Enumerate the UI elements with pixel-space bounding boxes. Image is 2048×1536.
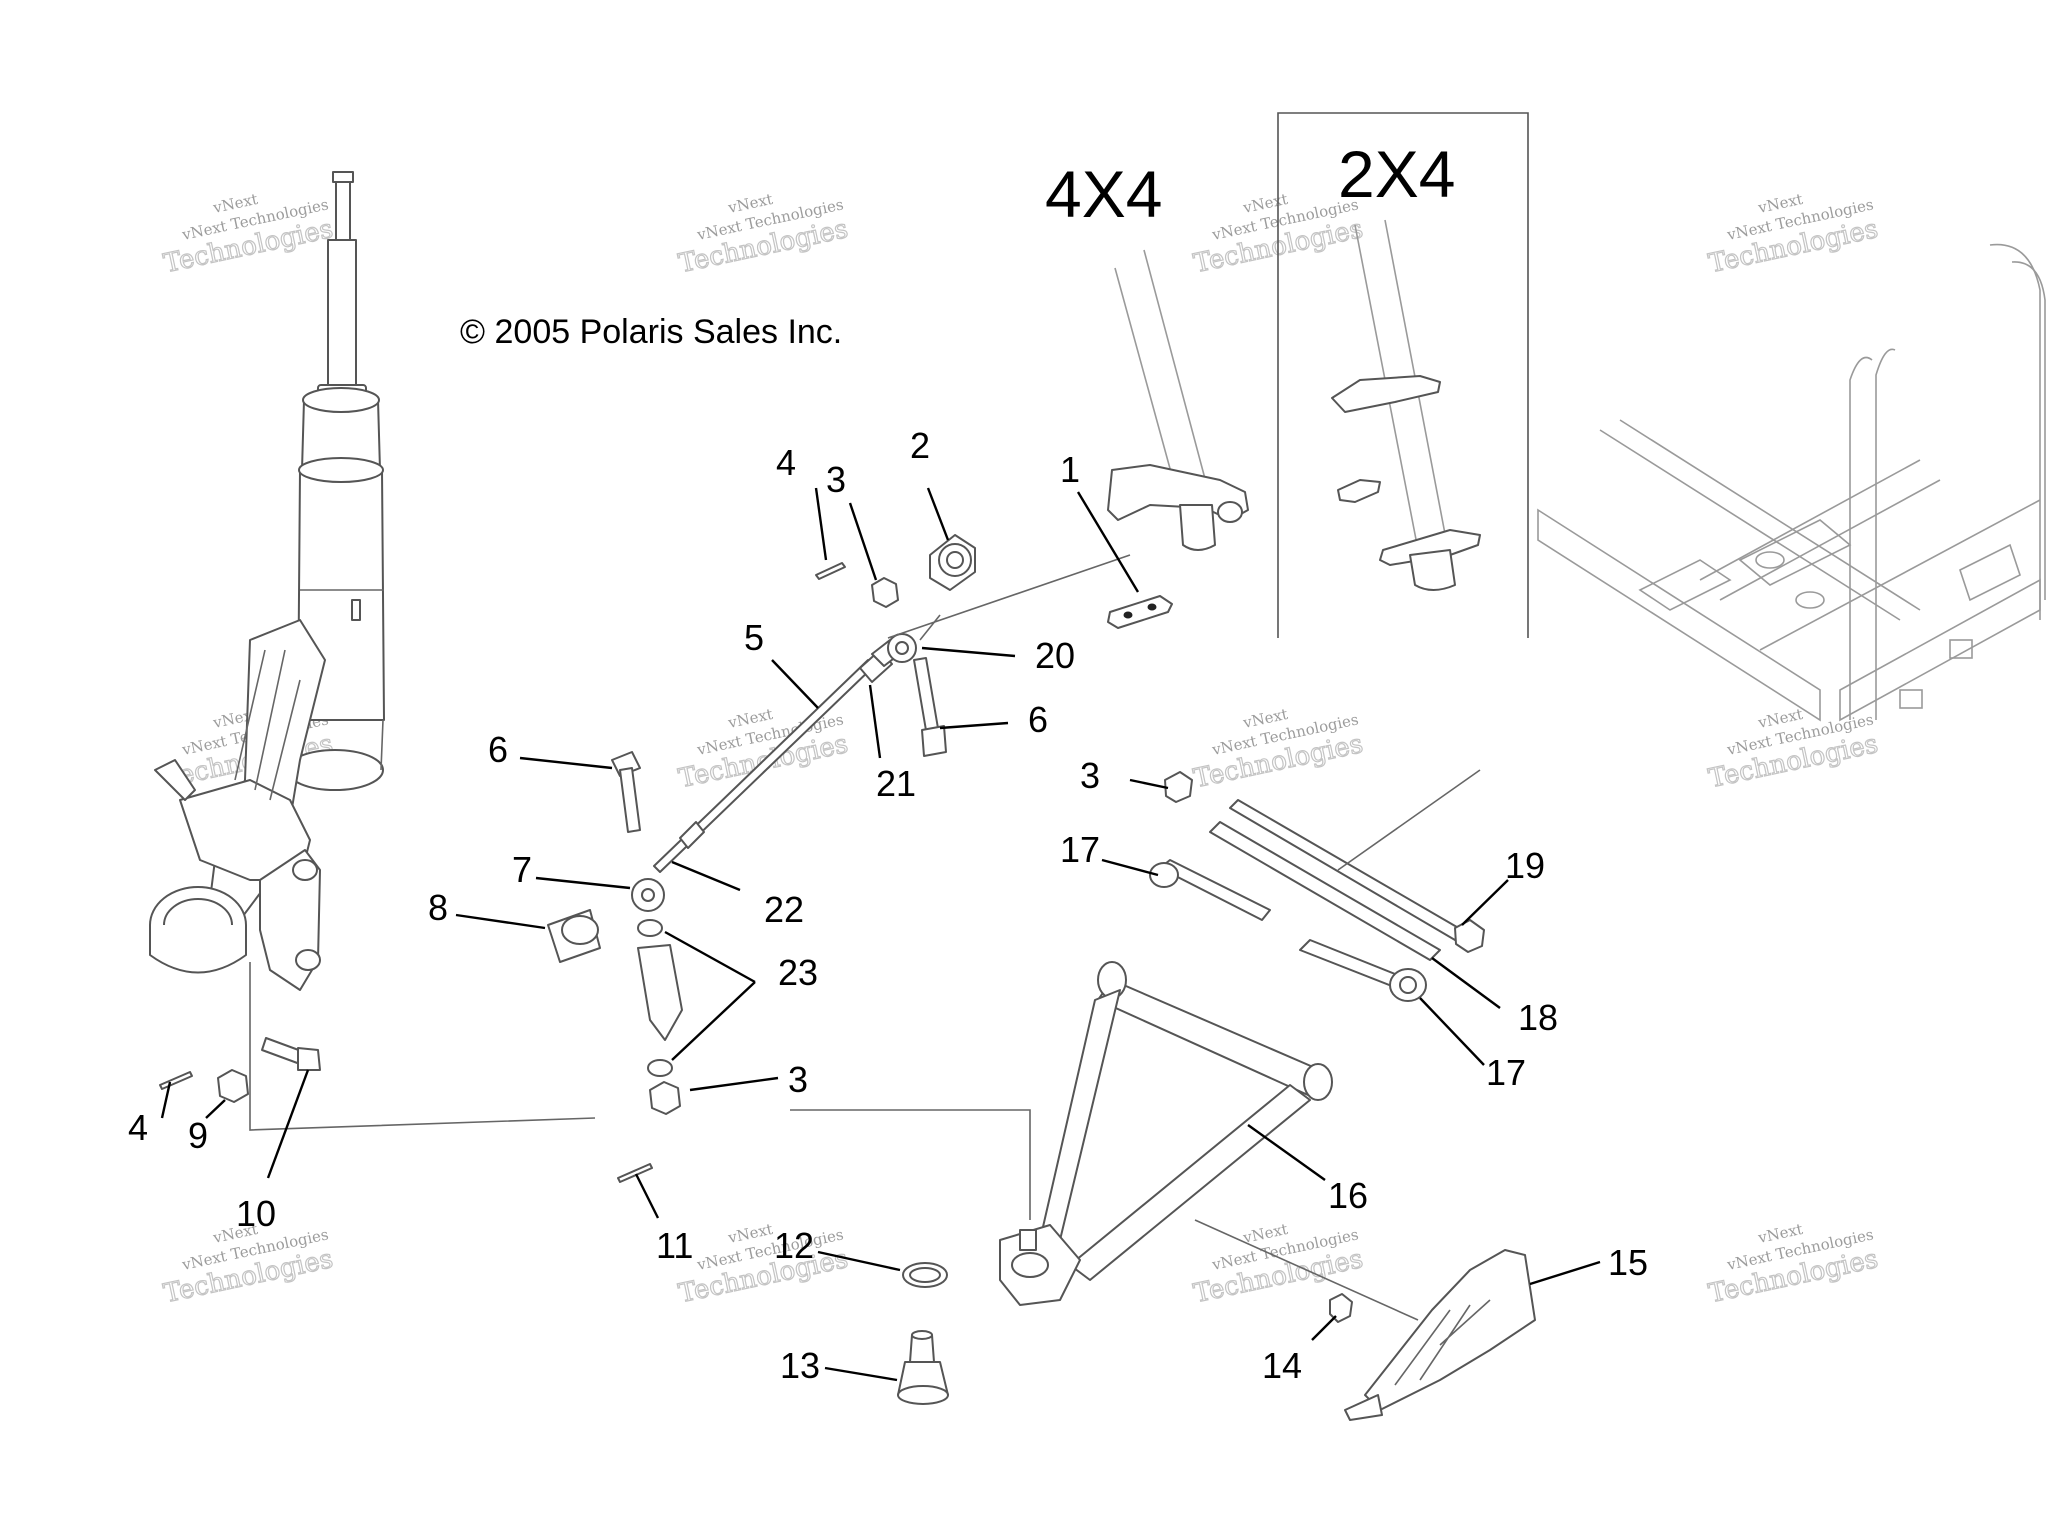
steering-spindle (149, 619, 596, 1131)
bolt (261, 1037, 321, 1071)
bushing (929, 534, 976, 591)
callout-6: 6 (488, 729, 508, 770)
callout-19: 19 (1505, 845, 1545, 886)
callout-22: 22 (764, 889, 804, 930)
callout-3: 3 (1080, 755, 1100, 796)
watermark: vNext vNext Technologies Technologies (1705, 1220, 1881, 1310)
callout-4: 4 (776, 442, 796, 483)
model-label-2x4: 2X4 (1338, 137, 1455, 211)
2x4-inset-frame (1277, 112, 1529, 638)
vehicle-frame (1537, 243, 2046, 722)
watermark: vNext vNext Technologies Technologies (1190, 705, 1366, 795)
callout-21: 21 (876, 763, 916, 804)
watermark-layer: vNext vNext Technologies Technologies vN… (160, 190, 1881, 1310)
a-arm-guard (1194, 1219, 1536, 1421)
callout-14: 14 (1262, 1345, 1302, 1386)
callout-17: 17 (1486, 1052, 1526, 1093)
washer (637, 919, 663, 937)
callout-13: 13 (780, 1345, 820, 1386)
pivot-tube (1209, 821, 1441, 961)
callout-20: 20 (1035, 635, 1075, 676)
callout-15: 15 (1608, 1242, 1648, 1283)
callout-1: 1 (1060, 449, 1080, 490)
model-label-4x4: 4X4 (1045, 157, 1162, 231)
callout-16: 16 (1328, 1175, 1368, 1216)
pivot-bushing (1149, 859, 1271, 921)
steering-post-4x4 (1107, 249, 1249, 551)
pivot-bolt (1229, 769, 1485, 953)
callout-18: 18 (1518, 997, 1558, 1038)
castle-nut (871, 577, 899, 608)
callout-5: 5 (744, 617, 764, 658)
nut (217, 1069, 249, 1103)
steering-post-2x4 (1331, 219, 1481, 591)
callout-2: 2 (910, 425, 930, 466)
callout-6: 6 (1028, 699, 1048, 740)
watermark: vNext vNext Technologies Technologies (160, 190, 336, 280)
bushing (547, 909, 601, 963)
callout-7: 7 (512, 849, 532, 890)
callout-23: 23 (778, 952, 818, 993)
guard-bolt (1329, 1293, 1353, 1323)
callout-numbers: 1 2 3 4 5 20 6 21 6 7 22 8 23 3 3 17 19 … (128, 425, 1648, 1386)
watermark: vNext vNext Technologies Technologies (1705, 705, 1881, 795)
bolt (913, 657, 947, 757)
callout-8: 8 (428, 887, 448, 928)
tie-rod-assembly (631, 554, 1131, 912)
watermark: vNext vNext Technologies Technologies (675, 190, 851, 280)
cotter-pin (159, 1071, 653, 1183)
castle-nut (649, 1081, 681, 1115)
watermark: vNext vNext Technologies Technologies (675, 1220, 851, 1310)
a-arm (790, 961, 1333, 1306)
callout-3: 3 (788, 1059, 808, 1100)
callout-10: 10 (236, 1193, 276, 1234)
watermark: vNext vNext Technologies Technologies (1705, 190, 1881, 280)
callout-11: 11 (656, 1225, 693, 1266)
callout-4: 4 (128, 1107, 148, 1148)
bolt (611, 751, 641, 833)
washer (647, 1059, 673, 1077)
pivot-bushing (1299, 939, 1427, 1002)
copyright-notice: © 2005 Polaris Sales Inc. (460, 313, 842, 351)
leader-lines (160, 487, 1601, 1382)
watermark: vNext vNext Technologies Technologies (1190, 1220, 1366, 1310)
steering-plate (1107, 595, 1173, 629)
callout-3: 3 (826, 459, 846, 500)
callout-12: 12 (774, 1225, 814, 1266)
cotter-pin (815, 562, 846, 580)
callout-17: 17 (1060, 829, 1100, 870)
callout-9: 9 (188, 1115, 208, 1156)
retaining-ring (902, 1262, 948, 1288)
ball-joint (897, 1330, 949, 1405)
boot (637, 944, 683, 1041)
nut (1164, 771, 1193, 803)
